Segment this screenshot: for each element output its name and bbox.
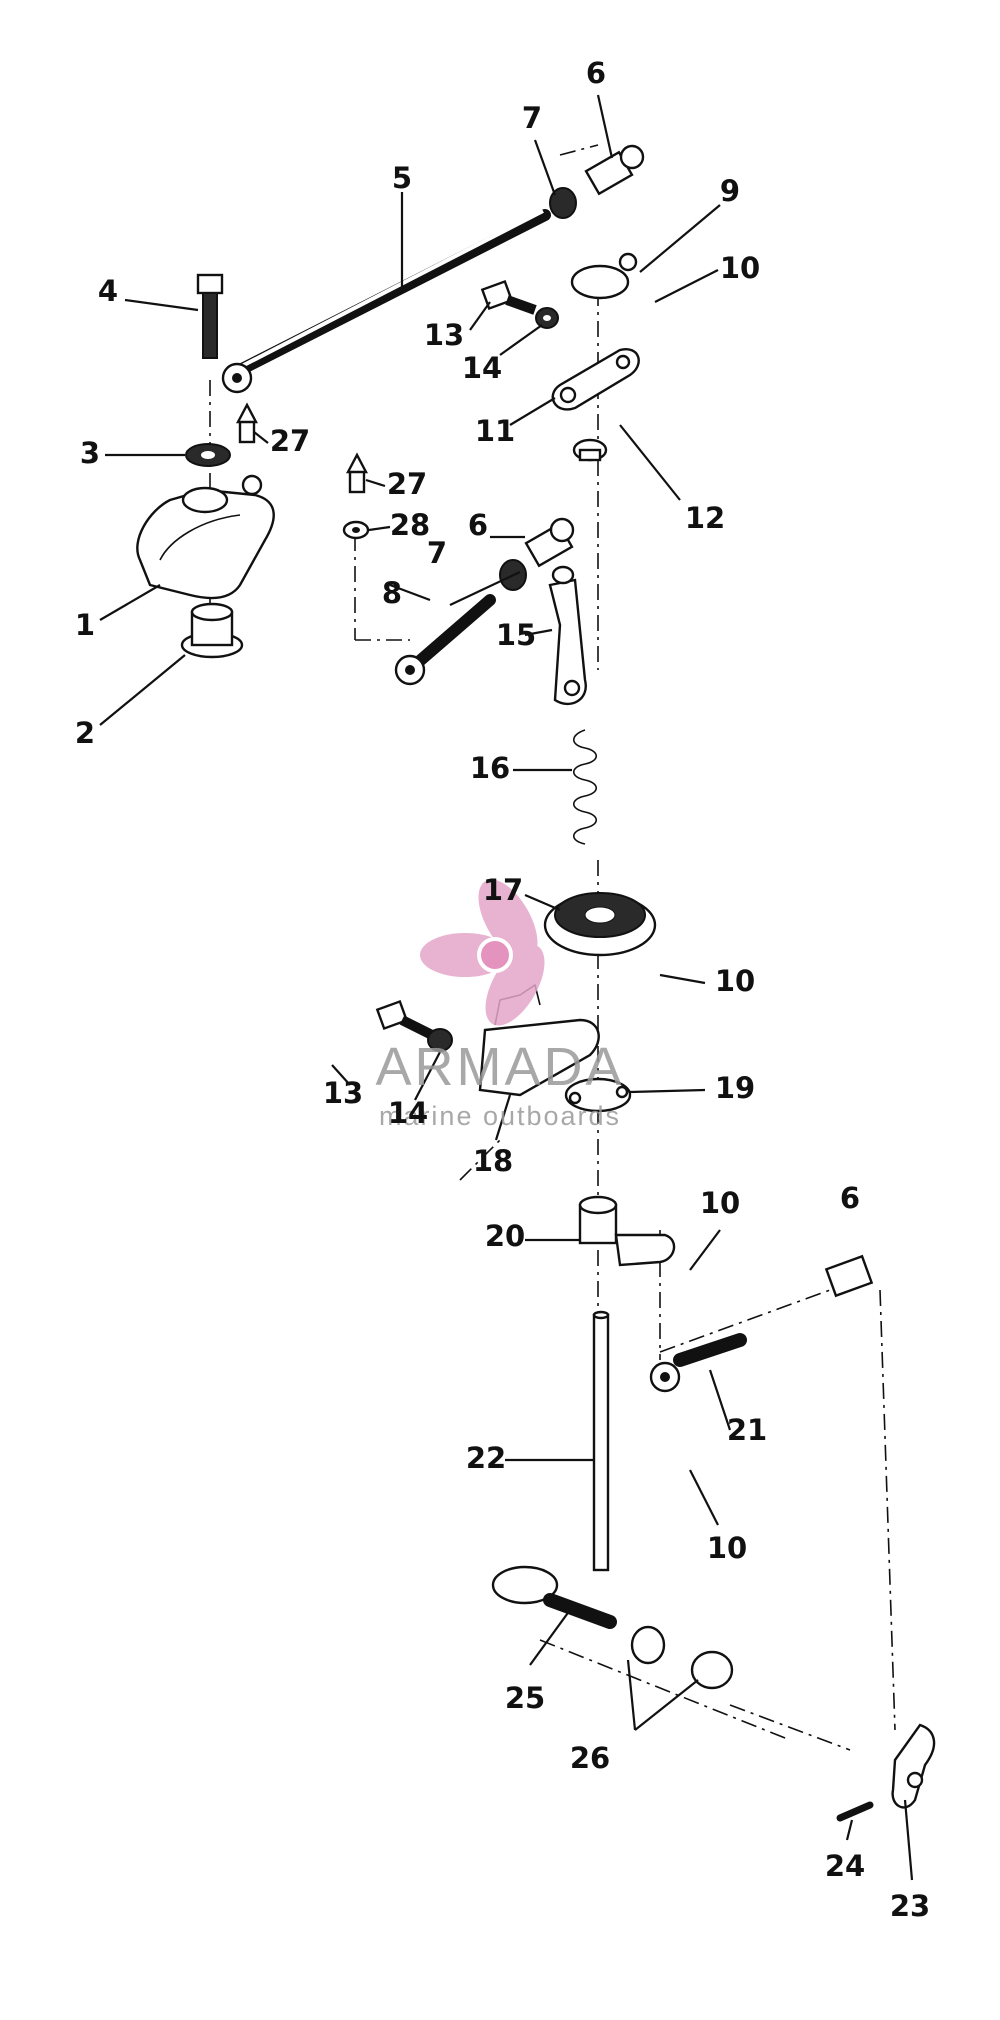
callout-19: 19 (715, 1071, 755, 1105)
part-link-21 (649, 1333, 747, 1393)
part-cam-17 (543, 892, 657, 957)
leader-lines (99, 94, 914, 1881)
callout-7-mid: 7 (427, 536, 447, 570)
part-fitting-27a (236, 402, 258, 444)
callout-10-c: 10 (700, 1186, 740, 1220)
callout-18: 18 (473, 1144, 513, 1178)
part-link-rod-8 (394, 594, 496, 686)
armada-watermark: ARMADA marine outboards (375, 879, 624, 1131)
part-throttle-lever-1 (136, 474, 275, 600)
part-washer-14a (535, 307, 559, 329)
part-shaft-22 (592, 1310, 610, 1572)
callout-13-b: 13 (323, 1076, 363, 1110)
part-ball-joint-6b (524, 517, 575, 568)
part-bolt-13a (480, 279, 537, 315)
part-bushing-2 (180, 602, 244, 659)
callout-7-top: 7 (522, 101, 542, 135)
callout-24: 24 (825, 1849, 865, 1883)
part-washer-14b (427, 1028, 453, 1052)
group-ties (253, 431, 391, 532)
propeller-logo-icon (420, 879, 545, 1026)
callout-6-low: 6 (840, 1181, 860, 1215)
callout-10-b: 10 (715, 964, 755, 998)
callout-25: 25 (505, 1681, 545, 1715)
part-fitting-27b (346, 452, 368, 494)
part-pin-24 (836, 1801, 874, 1822)
callout-26: 26 (570, 1741, 610, 1775)
part-lever-23 (891, 1723, 936, 1809)
part-nut-7a (549, 187, 577, 219)
watermark-tagline: marine outboards (379, 1101, 621, 1131)
callout-13-a: 13 (424, 318, 464, 352)
callout-9: 9 (720, 174, 740, 208)
callout-11: 11 (475, 414, 515, 448)
callout-23: 23 (890, 1889, 930, 1923)
callout-4: 4 (98, 274, 118, 308)
part-lever-11 (551, 348, 640, 411)
callout-8: 8 (382, 576, 402, 610)
callout-labels: 1 2 3 4 5 6 6 6 7 7 8 9 10 10 10 10 11 1… (75, 56, 930, 1923)
callout-2: 2 (75, 716, 95, 750)
part-washer-28 (342, 520, 370, 540)
assembly-axes (209, 144, 896, 1751)
callout-21: 21 (727, 1413, 767, 1447)
part-collar-19 (564, 1077, 632, 1113)
callout-10-d: 10 (707, 1531, 747, 1565)
callout-5: 5 (392, 161, 412, 195)
part-arm-15 (548, 565, 587, 706)
part-ball-joint-6a (584, 144, 645, 196)
part-washer-3 (185, 443, 231, 467)
callout-10-a: 10 (720, 251, 760, 285)
part-cam-lever-20 (578, 1195, 676, 1267)
callout-12: 12 (685, 501, 725, 535)
callout-14-a: 14 (462, 351, 502, 385)
callout-27-a: 27 (270, 424, 310, 458)
callout-3: 3 (80, 436, 100, 470)
callout-16: 16 (470, 751, 510, 785)
callout-6-top: 6 (586, 56, 606, 90)
part-bushing-26 (630, 1625, 734, 1690)
callout-27-b: 27 (387, 467, 427, 501)
callout-1: 1 (75, 608, 95, 642)
part-arm-9 (570, 252, 638, 300)
callout-17: 17 (483, 873, 523, 907)
part-spring-16 (572, 729, 598, 845)
part-bushing-12 (572, 438, 608, 462)
part-ball-joint-6c (824, 1254, 874, 1298)
watermark-brand: ARMADA (375, 1037, 624, 1097)
callout-28: 28 (390, 508, 430, 542)
callout-20: 20 (485, 1219, 525, 1253)
part-link-rod-5 (221, 209, 551, 394)
part-bolt-13b (375, 999, 435, 1040)
callout-6-mid: 6 (468, 508, 488, 542)
callout-22: 22 (466, 1441, 506, 1475)
part-shaft-25 (491, 1565, 617, 1629)
callout-14-b: 14 (388, 1096, 428, 1130)
part-bolt-4 (196, 273, 224, 359)
callout-15: 15 (496, 618, 536, 652)
